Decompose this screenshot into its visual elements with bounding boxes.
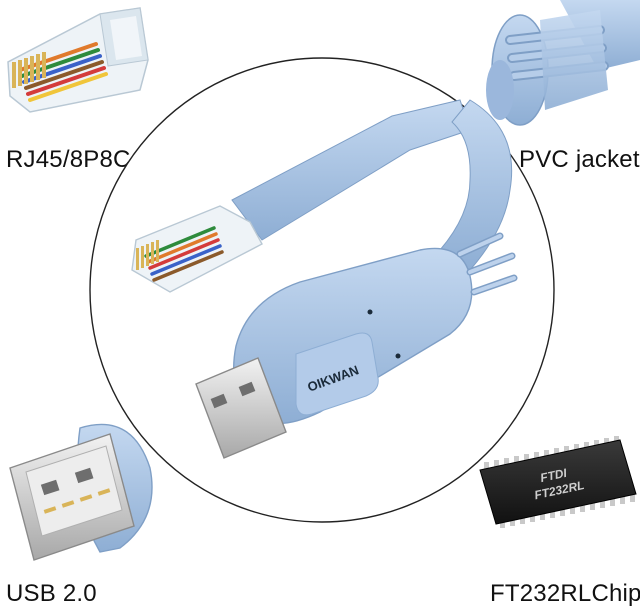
led-indicator-icon	[395, 353, 401, 359]
rj45-label: RJ45/8P8C	[6, 146, 131, 173]
usb-plug-image	[9, 423, 153, 561]
usb-label: USB 2.0	[6, 580, 97, 607]
led-indicator-icon	[367, 309, 373, 315]
rj45-plug-center-image	[131, 205, 263, 293]
chip-marking-line1: FTDI	[539, 466, 569, 485]
usb-plug-center-image	[195, 357, 287, 459]
pvc-jacket-image	[486, 0, 640, 126]
flat-cable-image	[231, 99, 513, 271]
pvc-jacket-label: PVC jacket	[519, 146, 640, 173]
usb-housing-image: OIKWAN	[233, 232, 518, 425]
ft232rl-chip-image: FTDI FT232RL	[479, 436, 637, 528]
chip-label: FT232RLChip	[490, 580, 640, 607]
rj45-connector-image	[7, 7, 149, 113]
